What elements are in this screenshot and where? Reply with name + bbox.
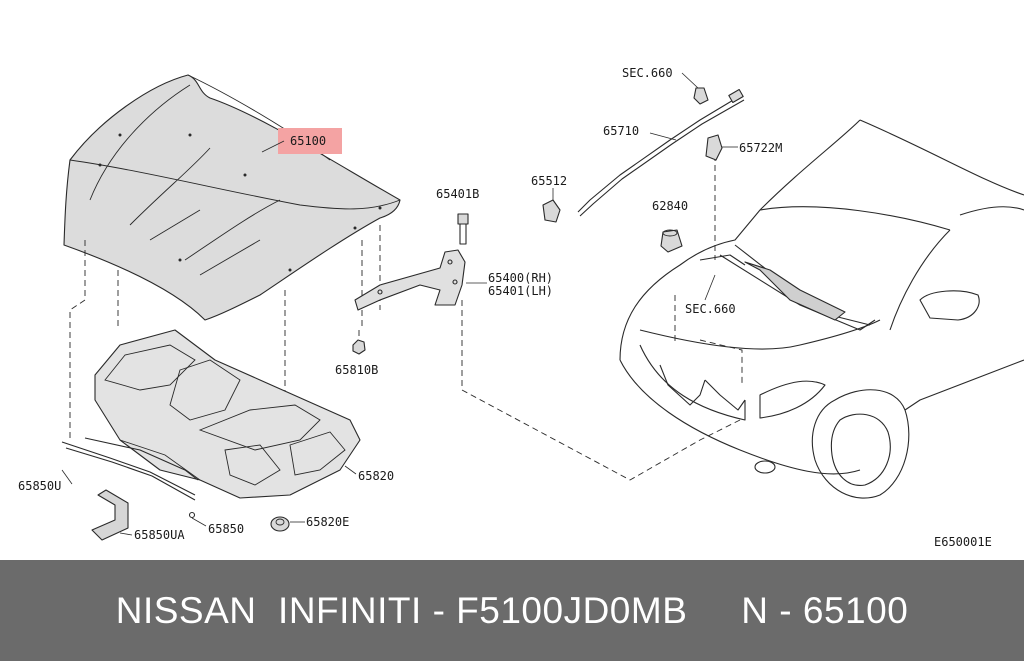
label-62840[interactable]: 62840: [652, 199, 688, 213]
nut-65810b[interactable]: [352, 339, 366, 355]
label-65810b[interactable]: 65810B: [335, 363, 378, 377]
parts-diagram: 65100 65820 65820E 65850U 65850 65850UA: [18, 66, 1024, 549]
label-65850[interactable]: 65850: [208, 522, 244, 536]
label-sec660-mid[interactable]: SEC.660: [685, 302, 736, 316]
hood-panel[interactable]: [63, 74, 401, 321]
holder-65722m[interactable]: [705, 134, 723, 161]
label-65850ua[interactable]: 65850UA: [134, 528, 185, 542]
seal-65850[interactable]: [84, 437, 199, 519]
label-65710[interactable]: 65710: [603, 124, 639, 138]
footer-part-info: NISSAN INFINITI - F5100JD0MB N - 65100: [115, 589, 909, 631]
label-65401b[interactable]: 65401B: [436, 187, 479, 201]
vehicle-front-view: [619, 119, 1024, 499]
label-65401-lh[interactable]: 65401(LH): [488, 284, 553, 298]
label-65820e[interactable]: 65820E: [306, 515, 349, 529]
diagram-code: E650001E: [934, 535, 992, 549]
bolt-65401b[interactable]: [457, 213, 469, 245]
footer-bar: NISSAN INFINITI - F5100JD0MB N - 65100: [0, 560, 1024, 661]
label-sec660-top[interactable]: SEC.660: [622, 66, 673, 80]
hood-insulator[interactable]: [94, 329, 361, 499]
clip-65820e[interactable]: [270, 516, 290, 532]
clip-sec660[interactable]: [693, 87, 709, 105]
label-65820[interactable]: 65820: [358, 469, 394, 483]
seal-65850u[interactable]: [61, 441, 196, 501]
label-65850u[interactable]: 65850U: [18, 479, 61, 493]
label-65512[interactable]: 65512: [531, 174, 567, 188]
label-65400-rh[interactable]: 65400(RH): [488, 271, 553, 285]
label-65722m[interactable]: 65722M: [739, 141, 782, 155]
part-highlight: [278, 128, 342, 154]
hood-hinge[interactable]: [354, 249, 466, 311]
hood-stay-rod[interactable]: [577, 88, 745, 217]
seal-65850ua[interactable]: [91, 489, 129, 541]
grommet-65512[interactable]: [542, 199, 561, 223]
bumper-62840[interactable]: [660, 229, 683, 253]
label-65100[interactable]: 65100: [290, 134, 326, 148]
